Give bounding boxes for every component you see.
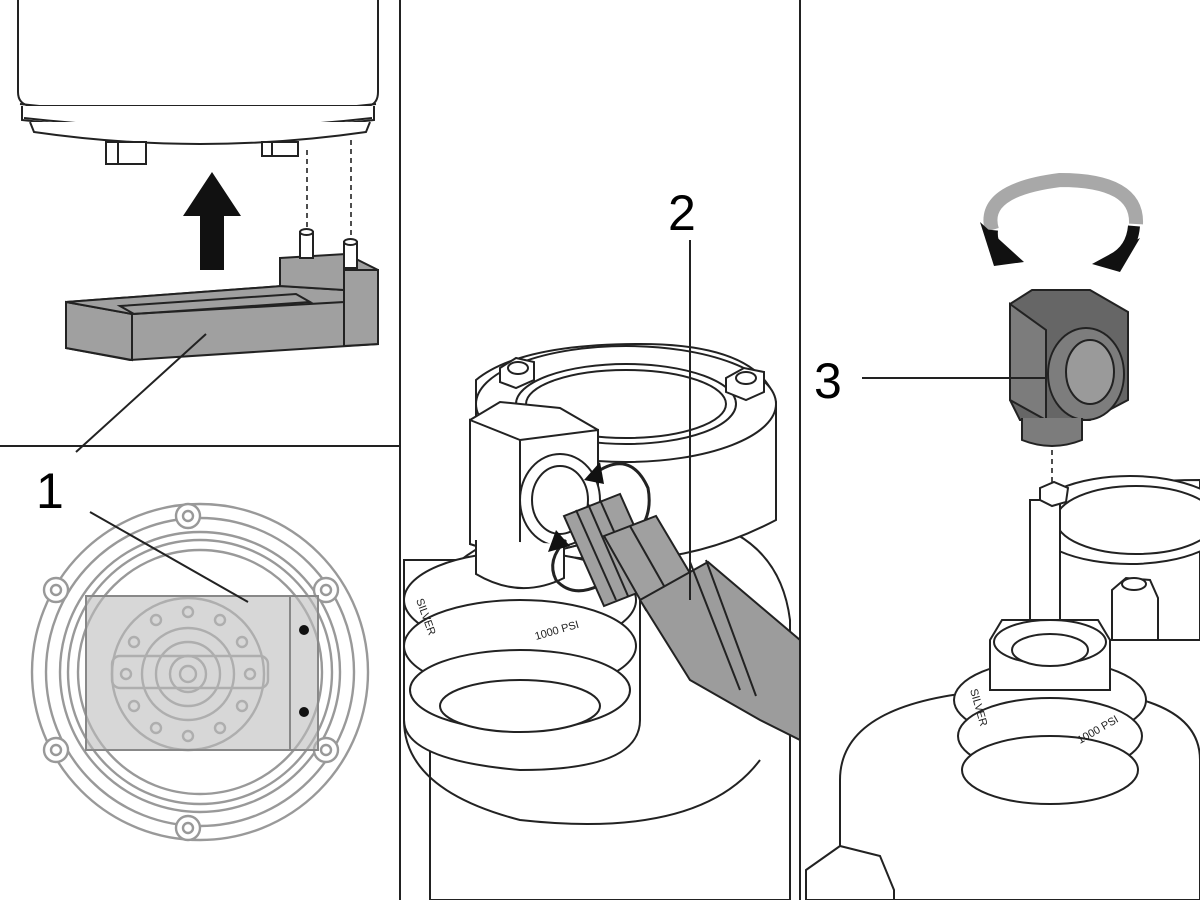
rotate-arrow-icon: [980, 172, 1143, 272]
panel-1-top-lift-bracket: [17, 0, 379, 453]
panel-dividers: [0, 0, 801, 900]
callout-2-label: 2: [668, 185, 696, 241]
hose: [638, 560, 801, 742]
callout-1-label: 1: [36, 463, 64, 519]
bracket-part: [65, 228, 379, 362]
callout-3-label: 3: [814, 353, 842, 409]
housing-screws: [499, 356, 765, 402]
elbow-fitting-part: [1009, 289, 1129, 447]
up-arrow-icon: [183, 172, 241, 270]
cylinder-body: [17, 0, 379, 165]
panel-3-elbow-fitting: SILVER 1000 PSI: [805, 172, 1200, 900]
panel-2-hose-connection: SILVER 1000 PSI: [403, 240, 801, 900]
bracket-overlay: [85, 595, 319, 751]
panel-1-bottom-top-view: [30, 502, 370, 842]
flange-bolts: [42, 502, 340, 842]
